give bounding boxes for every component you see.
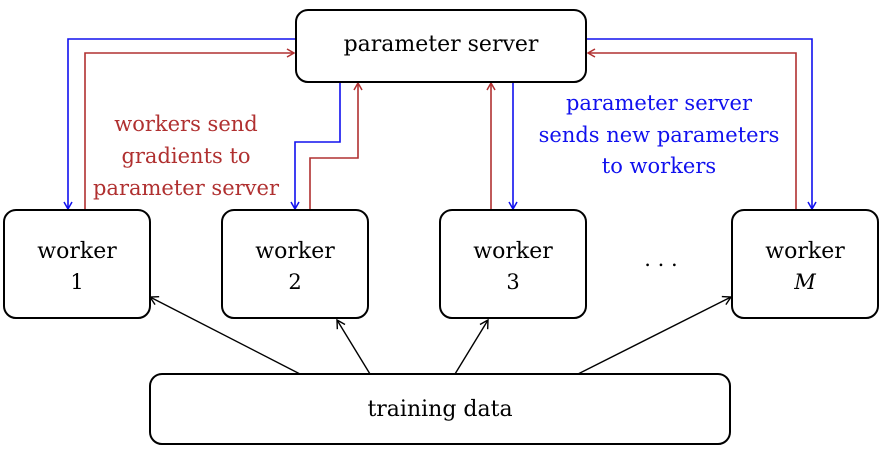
worker-index: 2 <box>288 270 301 294</box>
gradient-annotation-line-3: parameter server <box>93 176 280 200</box>
parameter-server-label: parameter server <box>344 32 539 57</box>
training-data-node: training data <box>149 373 731 445</box>
data-arrows <box>148 295 733 375</box>
worker-title: worker <box>37 239 117 264</box>
gradient-arrows <box>84 48 797 210</box>
ellipsis: . . . <box>644 247 677 271</box>
parameter-annotation-line-1: parameter server <box>566 91 753 115</box>
parameter-server-node: parameter server <box>295 9 587 83</box>
data-arrow-worker-1 <box>148 295 301 375</box>
worker-title: worker <box>765 239 845 264</box>
gradient-arrow-worker-2 <box>309 81 363 210</box>
data-arrow-worker-3 <box>454 318 489 375</box>
parameter-arrows <box>63 38 817 211</box>
worker-title: worker <box>255 239 335 264</box>
training-data-label: training data <box>367 397 512 422</box>
data-arrow-worker-M <box>577 295 733 375</box>
gradient-annotation-line-1: workers send <box>114 112 257 136</box>
parameter-annotation-line-3: to workers <box>602 154 716 178</box>
parameter-annotation: parameter server sends new parameters to… <box>539 91 780 178</box>
parameter-arrow-worker-1 <box>63 38 296 211</box>
data-arrow-worker-2 <box>336 318 371 375</box>
worker-node-M: worker M <box>731 209 879 319</box>
gradient-arrow-worker-M <box>586 48 797 210</box>
worker-node-1: worker 1 <box>3 209 151 319</box>
parameter-arrow-worker-M <box>586 38 817 211</box>
gradient-annotation: workers send gradients to parameter serv… <box>93 112 280 200</box>
worker-index: 1 <box>70 270 83 294</box>
gradient-annotation-line-2: gradients to <box>121 144 250 168</box>
worker-node-3: worker 3 <box>439 209 587 319</box>
worker-index: M <box>793 270 816 294</box>
worker-node-2: worker 2 <box>221 209 369 319</box>
parameter-annotation-line-2: sends new parameters <box>539 123 780 147</box>
worker-title: worker <box>473 239 553 264</box>
worker-index: 3 <box>506 270 519 294</box>
parameter-arrow-worker-2 <box>290 83 341 211</box>
gradient-arrow-worker-1 <box>84 48 296 210</box>
